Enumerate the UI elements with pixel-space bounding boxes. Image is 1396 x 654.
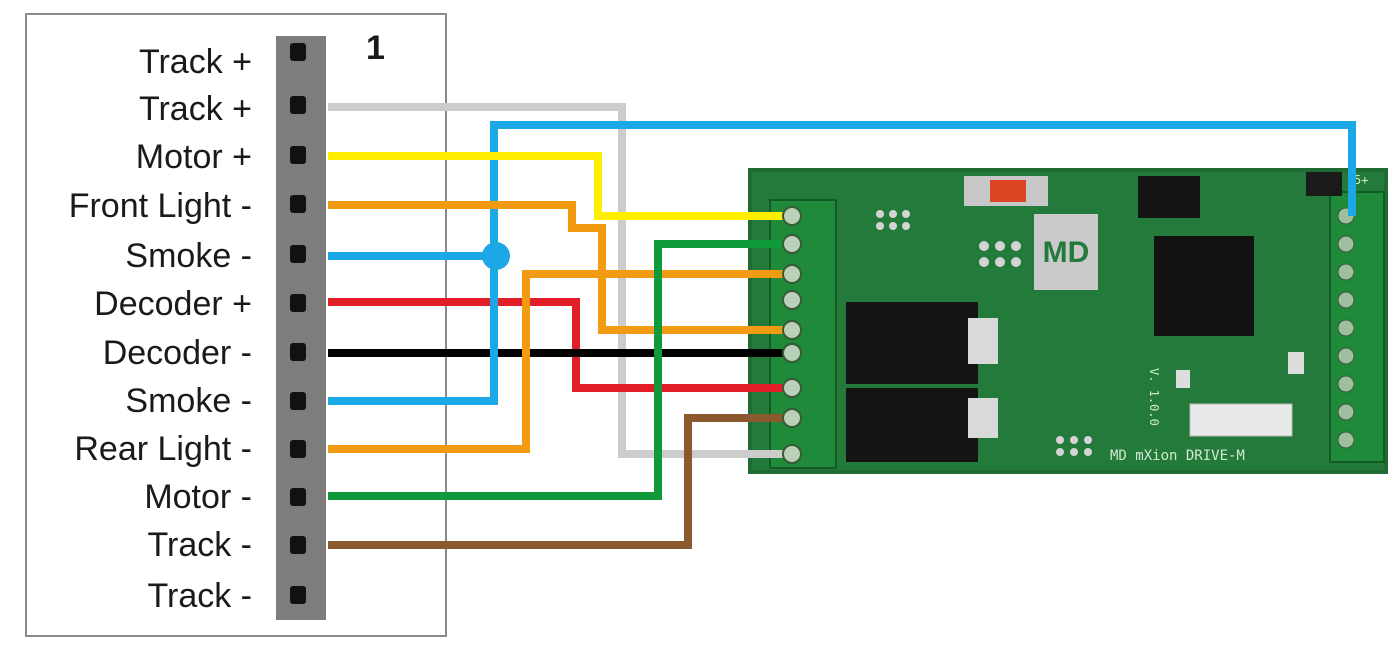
wire-blue-smoke-2 bbox=[328, 256, 498, 405]
module-silkscreen-name: MD mXion DRIVE-M bbox=[1110, 448, 1245, 464]
pin-1 bbox=[290, 43, 306, 61]
pin-label-10: Motor - bbox=[144, 478, 252, 516]
pin-label-6: Decoder + bbox=[94, 285, 252, 323]
md-logo bbox=[1034, 214, 1098, 290]
pin-label-1: Track + bbox=[139, 43, 252, 81]
microcontroller bbox=[1154, 236, 1254, 336]
pin-11 bbox=[290, 536, 306, 554]
right-screw-terminals bbox=[1337, 207, 1355, 449]
pin-label-11: Track - bbox=[147, 526, 252, 564]
ic-top bbox=[1138, 176, 1200, 218]
pin-label-4: Front Light - bbox=[69, 187, 252, 225]
pin-labels: Track + Track + Motor + Front Light - Sm… bbox=[69, 43, 252, 615]
pin-8 bbox=[290, 392, 306, 410]
pin-9 bbox=[290, 440, 306, 458]
pin-label-12: Track - bbox=[147, 577, 252, 615]
md-logo-text: MD bbox=[1043, 236, 1090, 269]
left-screw-terminals bbox=[782, 206, 802, 464]
pin-header-strip bbox=[276, 36, 326, 620]
wire-blue-top bbox=[490, 121, 1356, 256]
wire-orange-front bbox=[328, 201, 790, 334]
power-component-2 bbox=[846, 388, 978, 462]
pin-label-7: Decoder - bbox=[103, 334, 252, 372]
pin-label-5: Smoke - bbox=[125, 237, 252, 275]
pcb-white-connector bbox=[1189, 403, 1293, 437]
smoke-junction-dot bbox=[482, 242, 510, 270]
pin-label-9: Rear Light - bbox=[74, 430, 252, 468]
pin-5 bbox=[290, 245, 306, 263]
power-component-1 bbox=[846, 302, 978, 384]
decoder-module: MD MD mXion DRIVE-M V. 1.0.0 5+ bbox=[748, 168, 1388, 474]
wires bbox=[328, 103, 1356, 549]
wire-brown bbox=[328, 414, 790, 549]
wire-grey bbox=[328, 103, 790, 458]
pin-6 bbox=[290, 294, 306, 312]
wire-green bbox=[328, 240, 790, 500]
plus-marker: 5+ bbox=[1354, 173, 1368, 187]
pin-2 bbox=[290, 96, 306, 114]
pin-holes bbox=[290, 43, 306, 604]
wire-yellow bbox=[328, 152, 790, 220]
pin-10 bbox=[290, 488, 306, 506]
pin-label-3: Motor + bbox=[136, 138, 252, 176]
pin-12 bbox=[290, 586, 306, 604]
pin-4 bbox=[290, 195, 306, 213]
wire-red bbox=[328, 298, 790, 392]
connector-panel bbox=[25, 13, 447, 637]
pin-label-2: Track + bbox=[139, 90, 252, 128]
pin-label-8: Smoke - bbox=[125, 382, 252, 420]
pin-7 bbox=[290, 343, 306, 361]
pin1-marker: 1 bbox=[366, 29, 385, 67]
pin-3 bbox=[290, 146, 306, 164]
module-silkscreen-version: V. 1.0.0 bbox=[1147, 368, 1161, 426]
